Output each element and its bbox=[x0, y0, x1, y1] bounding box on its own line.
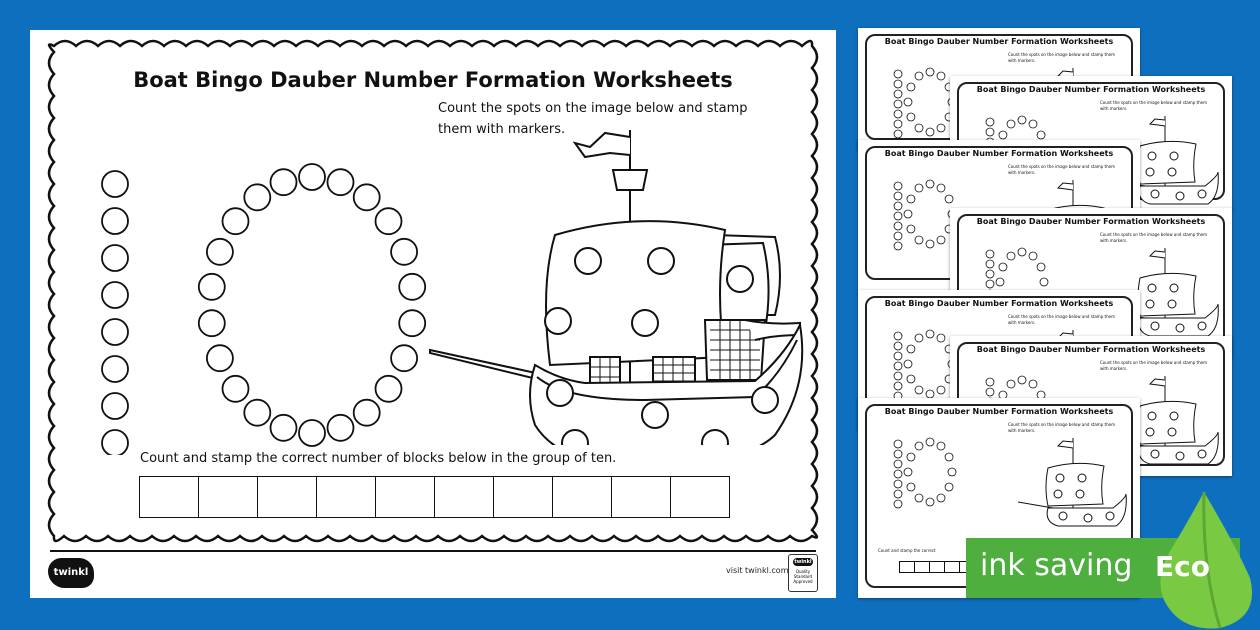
ten-frame bbox=[139, 476, 730, 518]
dauber-dot bbox=[101, 244, 129, 272]
dauber-dot bbox=[205, 237, 234, 266]
dauber-dot bbox=[243, 183, 272, 212]
worksheet-page: Boat Bingo Dauber Number Formation Works… bbox=[30, 30, 836, 598]
thumbnail-instruction: Count the spots on the image below and s… bbox=[1008, 52, 1115, 63]
thumbnail-frame-cell bbox=[899, 561, 915, 573]
dauber-dot bbox=[101, 392, 129, 420]
dauber-dot bbox=[390, 237, 419, 266]
dauber-dot bbox=[197, 309, 226, 338]
dauber-dot bbox=[101, 318, 129, 346]
dauber-dot bbox=[205, 344, 234, 373]
dauber-dot bbox=[101, 281, 129, 309]
ten-frame-cell bbox=[611, 476, 671, 518]
thumbnail-instruction: Count the spots on the image below and s… bbox=[1100, 232, 1207, 243]
badge-text: Quality Standard Approved bbox=[793, 569, 813, 584]
eco-leaf-icon bbox=[1160, 491, 1252, 629]
dauber-dot bbox=[101, 170, 129, 198]
thumbnail-frame-cell bbox=[929, 561, 945, 573]
thumbnail-title: Boat Bingo Dauber Number Formation Works… bbox=[884, 37, 1114, 46]
dauber-dot bbox=[298, 163, 326, 191]
dauber-dot bbox=[398, 272, 427, 301]
worksheet-title: Boat Bingo Dauber Number Formation Works… bbox=[133, 68, 733, 92]
thumbnail-title: Boat Bingo Dauber Number Formation Works… bbox=[884, 149, 1114, 158]
wavy-border-path bbox=[47, 39, 819, 543]
thumbnail-ship bbox=[1018, 438, 1127, 527]
dauber-dot bbox=[390, 344, 419, 373]
ten-frame-cell bbox=[670, 476, 730, 518]
dauber-dot bbox=[352, 398, 381, 427]
ten-frame-cell bbox=[375, 476, 435, 518]
thumbnail-title: Boat Bingo Dauber Number Formation Works… bbox=[976, 85, 1206, 94]
dauber-dot bbox=[101, 429, 129, 455]
ten-frame-cell bbox=[552, 476, 612, 518]
ten-frame-cell bbox=[434, 476, 494, 518]
thumbnail-title: Boat Bingo Dauber Number Formation Works… bbox=[884, 299, 1114, 308]
instruction-spots: Count the spots on the image below and s… bbox=[438, 101, 748, 137]
instruction-blocks: Count and stamp the correct number of bl… bbox=[140, 451, 617, 466]
dauber-dot bbox=[326, 413, 355, 442]
thumbnail-title: Boat Bingo Dauber Number Formation Works… bbox=[976, 345, 1206, 354]
thumbnail-ship bbox=[1110, 248, 1219, 337]
thumbnail-title: Boat Bingo Dauber Number Formation Works… bbox=[884, 407, 1114, 416]
eco-label: Eco bbox=[1155, 550, 1210, 583]
eco-banner-text: ink saving bbox=[980, 548, 1133, 583]
dauber-dot bbox=[221, 207, 250, 236]
ten-frame-cell bbox=[139, 476, 199, 518]
dauber-dot bbox=[269, 413, 298, 442]
dauber-dot bbox=[374, 207, 403, 236]
dauber-dot bbox=[326, 168, 355, 197]
thumbnail-instruction: Count the spots on the image below and s… bbox=[1100, 360, 1207, 371]
ten-frame-cell bbox=[198, 476, 258, 518]
thumbnail-dots bbox=[893, 437, 957, 509]
badge-logo: twinkl bbox=[793, 558, 813, 566]
thumbnail-instruction: Count the spots on the image below and s… bbox=[1100, 100, 1207, 111]
footer-divider bbox=[50, 550, 816, 552]
dauber-dot bbox=[269, 168, 298, 197]
thumbnail-title: Boat Bingo Dauber Number Formation Works… bbox=[976, 217, 1206, 226]
footer-visit-text: visit twinkl.com bbox=[726, 566, 789, 575]
number-ten-dots bbox=[101, 163, 427, 455]
thumbnail-frame-cell bbox=[914, 561, 930, 573]
dauber-dot bbox=[374, 374, 403, 403]
dauber-dot bbox=[101, 355, 129, 383]
ship-illustration bbox=[429, 130, 804, 445]
thumbnail-partial-instruction: Count and stamp the correct bbox=[878, 548, 936, 553]
dauber-dot bbox=[398, 309, 427, 338]
dauber-dot bbox=[352, 183, 381, 212]
ten-frame-cell bbox=[493, 476, 553, 518]
wavy-border bbox=[47, 39, 819, 543]
thumbnail-dots bbox=[893, 179, 957, 251]
dauber-dot bbox=[298, 419, 326, 447]
dauber-dot bbox=[101, 207, 129, 235]
quality-badge: twinkl Quality Standard Approved bbox=[788, 554, 818, 592]
thumbnail-frame-cell bbox=[944, 561, 960, 573]
thumbnail-instruction: Count the spots on the image below and s… bbox=[1008, 314, 1115, 325]
thumbnail-instruction: Count the spots on the image below and s… bbox=[1008, 164, 1115, 175]
dauber-dot bbox=[197, 272, 226, 301]
twinkl-logo: twinkl bbox=[48, 558, 94, 588]
ten-frame-cell bbox=[257, 476, 317, 518]
dauber-dot bbox=[221, 374, 250, 403]
dauber-dot bbox=[243, 398, 272, 427]
thumbnail-instruction: Count the spots on the image below and s… bbox=[1008, 422, 1115, 433]
ten-frame-cell bbox=[316, 476, 376, 518]
